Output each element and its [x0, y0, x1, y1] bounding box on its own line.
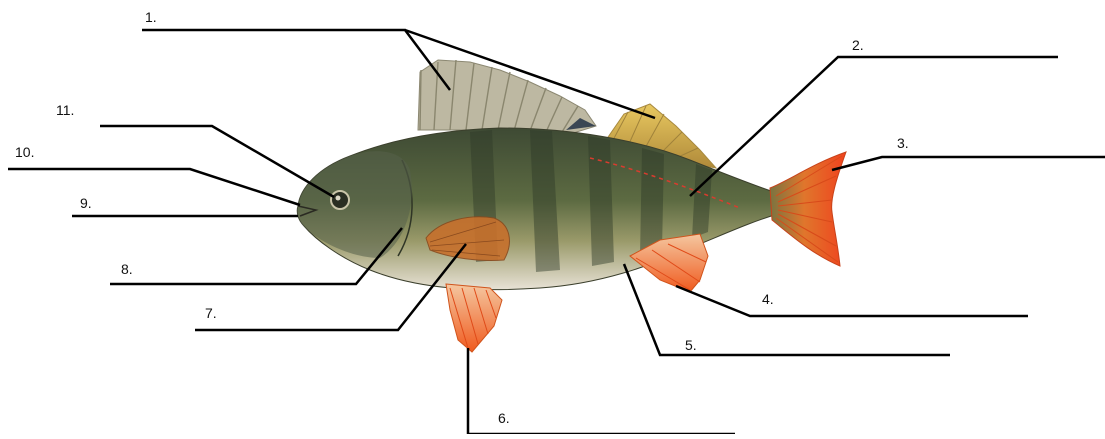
- pelvic-fin: [446, 284, 502, 352]
- label-4: 4.: [762, 292, 774, 306]
- label-7: 7.: [205, 306, 217, 320]
- fish-body: [297, 128, 778, 290]
- leader-line-1: [142, 30, 450, 90]
- label-6: 6.: [498, 411, 510, 425]
- label-1: 1.: [145, 10, 157, 24]
- label-5: 5.: [685, 338, 697, 352]
- spiny-dorsal-fin: [418, 60, 596, 134]
- label-10: 10.: [15, 145, 34, 159]
- leader-line-2: [690, 57, 1058, 196]
- label-11: 11.: [56, 103, 74, 117]
- leader-line-11: [100, 126, 334, 197]
- leader-line-4: [676, 286, 1028, 316]
- label-3: 3.: [897, 136, 909, 150]
- label-2: 2.: [852, 38, 864, 52]
- leader-line-3: [832, 157, 1105, 170]
- label-8: 8.: [121, 262, 133, 276]
- label-9: 9.: [80, 196, 92, 210]
- leader-line-10: [8, 169, 300, 205]
